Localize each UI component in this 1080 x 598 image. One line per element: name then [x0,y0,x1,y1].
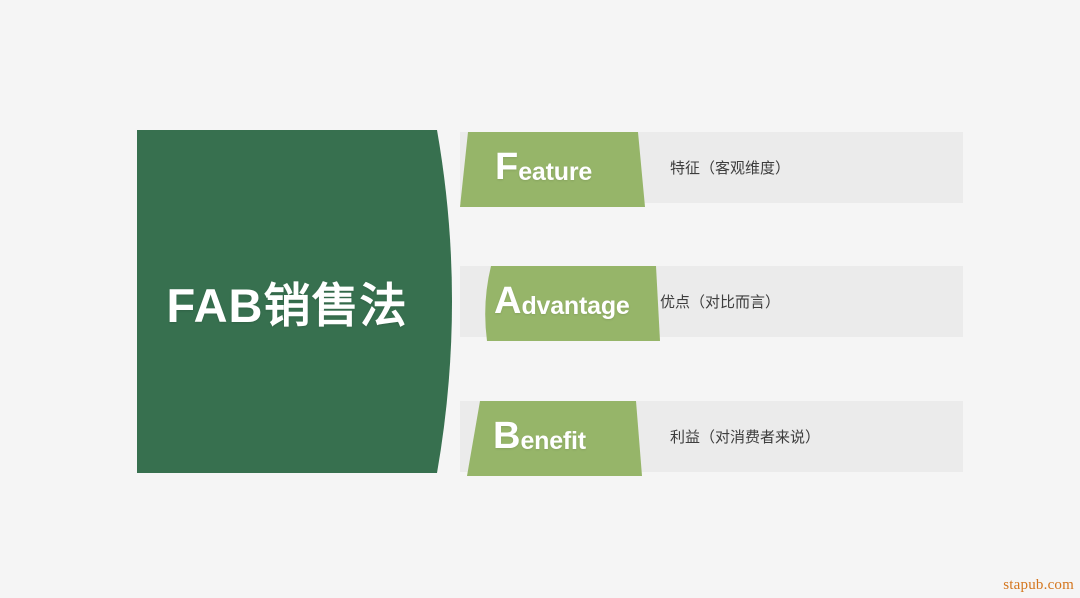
hero-shape [137,130,452,473]
tag-initial-advantage: A [494,279,522,322]
hero-panel: FAB销售法 [137,130,467,473]
row-description-benefit: 利益（对消费者来说） [670,429,821,446]
tag-rest-advantage: dvantage [521,292,630,320]
tag-initial-benefit: B [493,414,521,457]
tag-rest-benefit: enefit [520,427,586,455]
tag-shape-benefit [467,401,642,476]
tag-rest-feature: eature [518,158,593,186]
tag-initial-feature: F [495,145,519,188]
tag-shape-feature [460,132,645,207]
row-description-advantage: 优点（对比而言） [660,294,781,311]
watermark: stapub.com [1003,577,1074,593]
row-description-feature: 特征（客观维度） [670,160,791,177]
hero-title: FAB销售法 [166,279,408,332]
tag-shape-advantage [485,266,660,341]
